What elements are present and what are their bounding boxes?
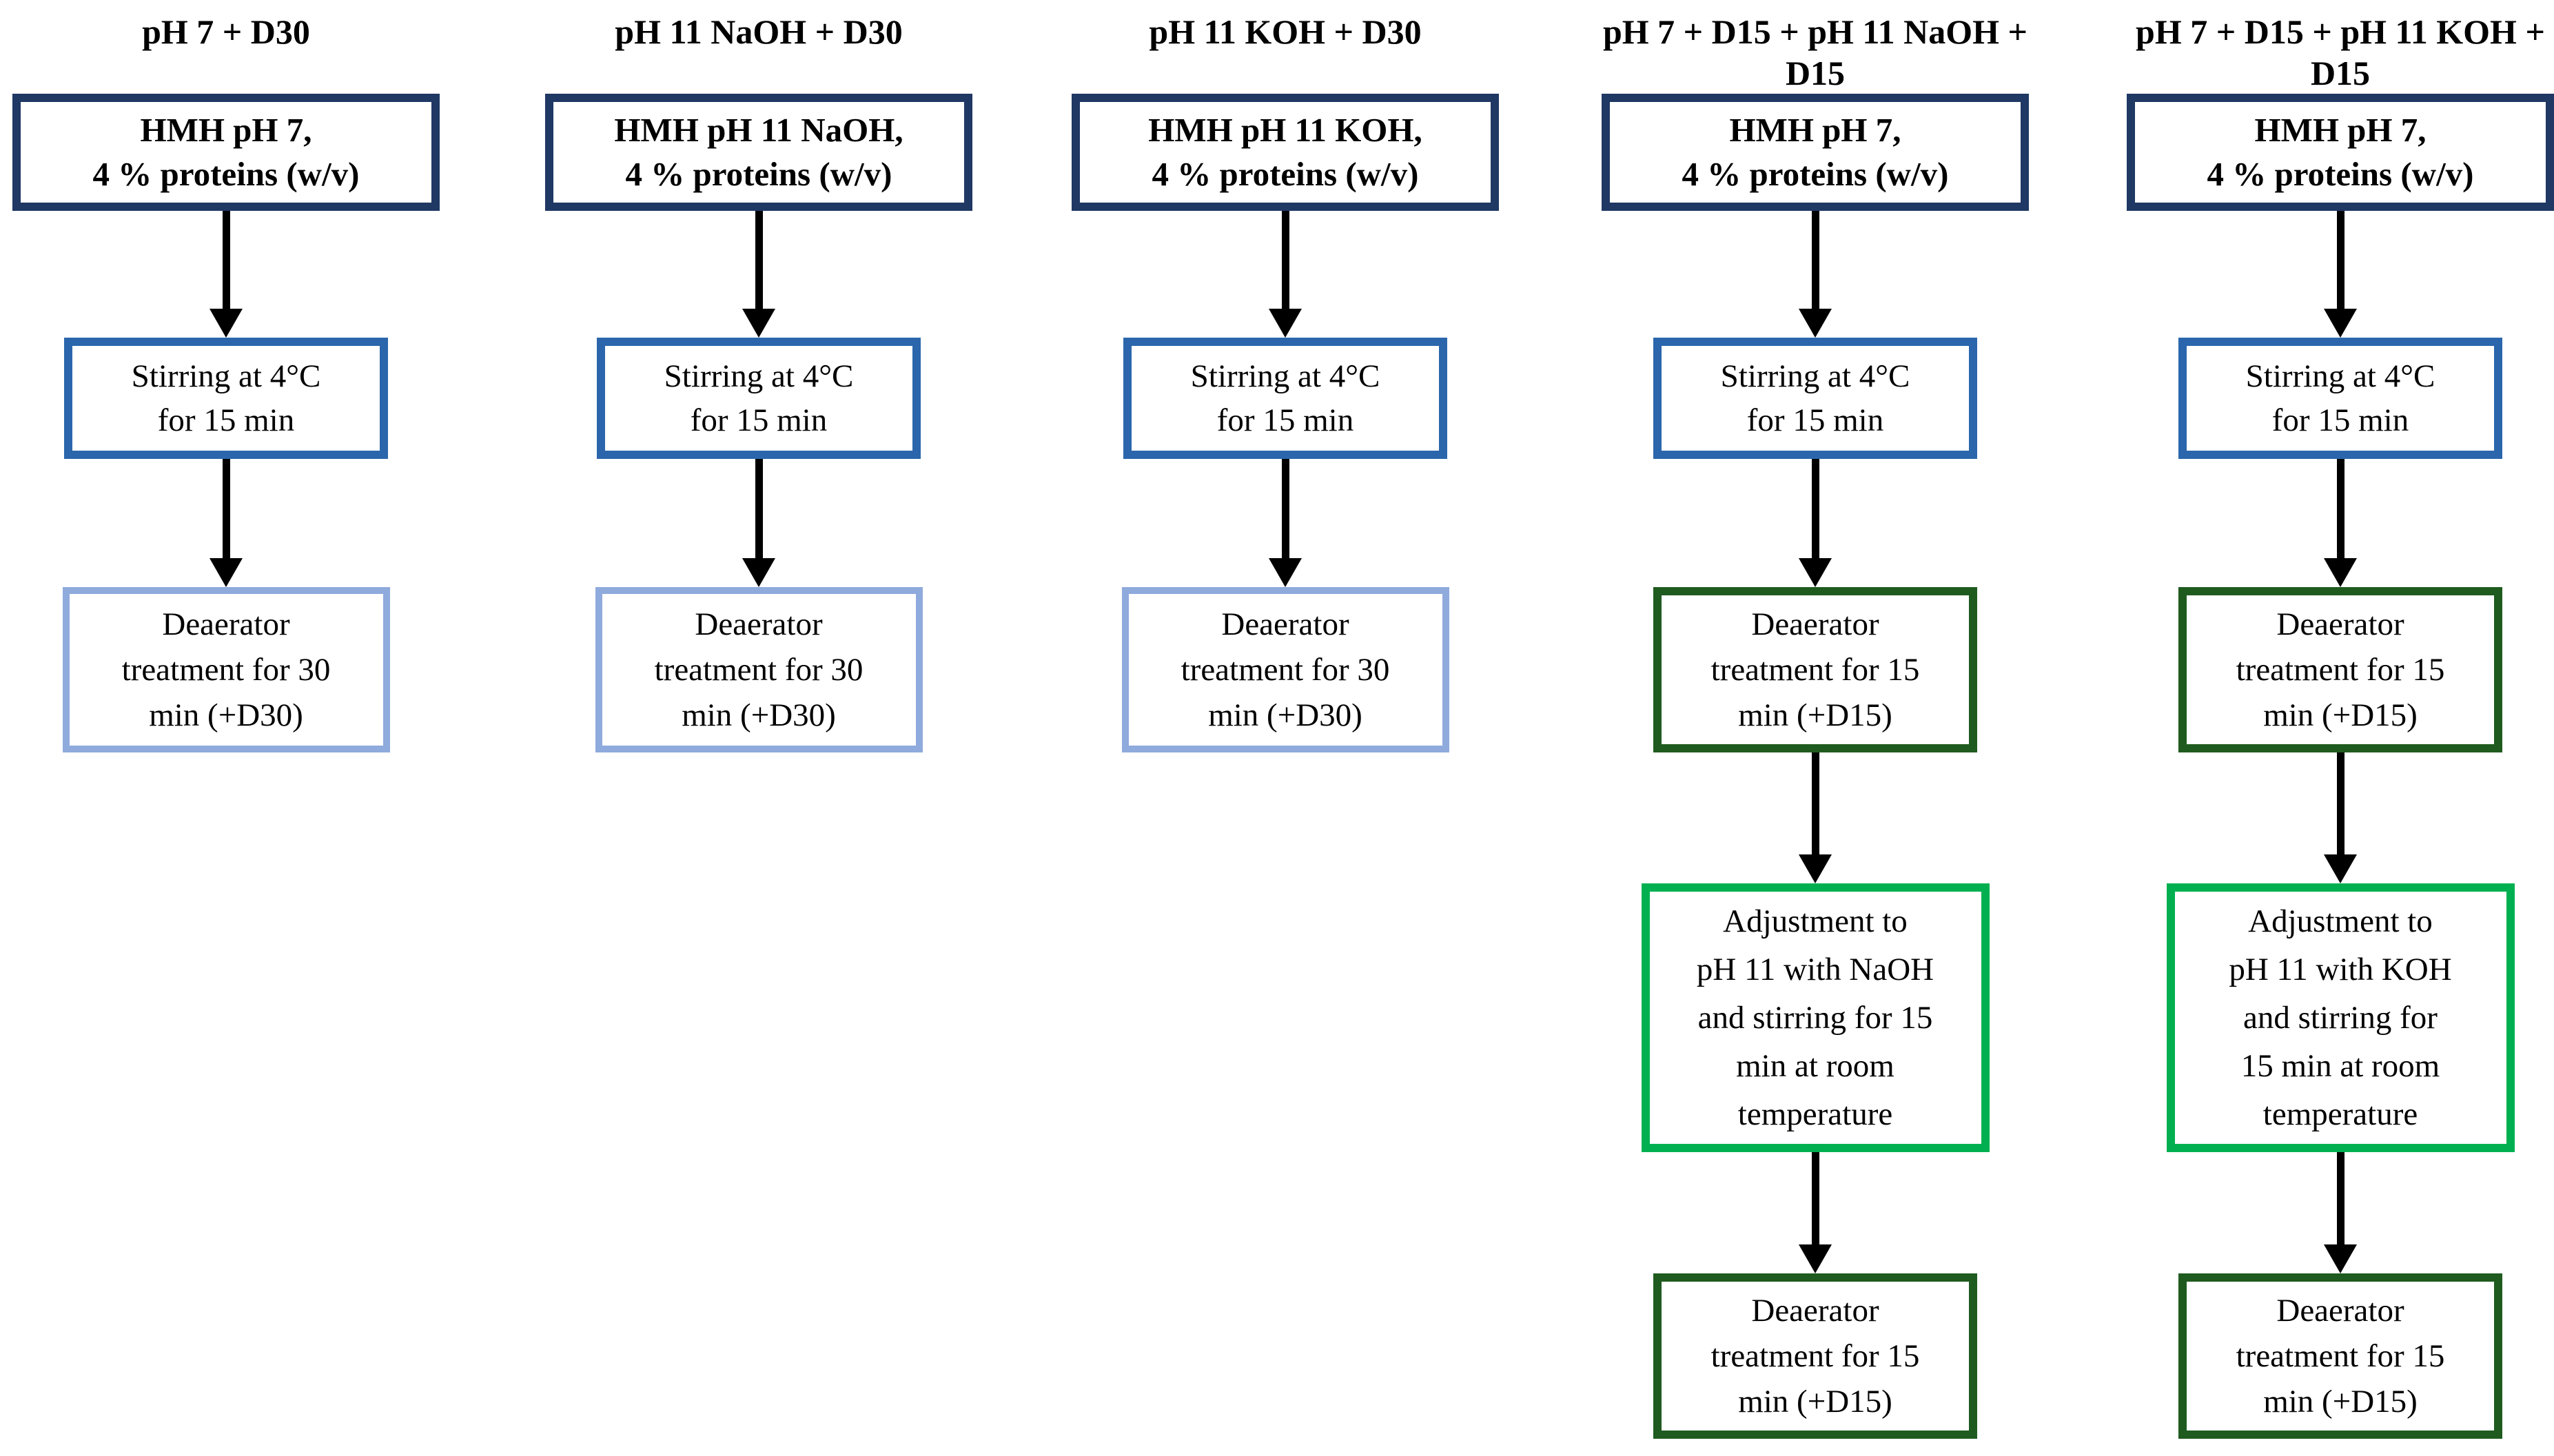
arrow-down-icon: [2324, 211, 2357, 338]
arrow-down-icon: [742, 211, 775, 338]
arrow-head: [1269, 558, 1302, 587]
arrow-down-icon: [210, 459, 243, 587]
arrow-head: [1799, 309, 1832, 338]
arrow-stem: [1811, 1152, 1819, 1244]
arrow-head: [2324, 309, 2357, 338]
flow-title: pH 11 NaOH + D30: [615, 12, 903, 51]
step-box-deaerator-d15: Deaerator treatment for 15 min (+D15): [1653, 587, 1977, 752]
flow-column-ph11-koh-d30: pH 11 KOH + D30 HMH pH 11 KOH, 4 % prote…: [1072, 0, 1499, 752]
arrow-stem: [2336, 1152, 2344, 1244]
arrow-down-icon: [1799, 752, 1832, 883]
flow-title: pH 7 + D15 + pH 11 KOH + D15: [2136, 12, 2545, 92]
arrow-head: [2324, 854, 2357, 883]
arrow-stem: [2336, 752, 2344, 854]
arrow-head: [210, 309, 243, 338]
arrow-head: [1799, 1244, 1832, 1273]
flow-title: pH 11 KOH + D30: [1149, 12, 1422, 51]
step-box-deaerator-d30: Deaerator treatment for 30 min (+D30): [62, 587, 390, 752]
arrow-head: [210, 558, 243, 587]
flow-column-ph11-naoh-d30: pH 11 NaOH + D30 HMH pH 11 NaOH, 4 % pro…: [545, 0, 972, 752]
arrow-down-icon: [2324, 459, 2357, 587]
arrow-stem: [755, 211, 763, 309]
arrow-head: [2324, 558, 2357, 587]
arrow-stem: [1811, 752, 1819, 854]
step-box-ph-adjustment: Adjustment to pH 11 with NaOH and stirri…: [1641, 883, 1990, 1152]
flow-column-ph7-d15-koh-d15: pH 7 + D15 + pH 11 KOH + D15 HMH pH 7, 4…: [2127, 0, 2554, 1439]
flow-title: pH 7 + D30: [142, 12, 310, 51]
step-box-hmh: HMH pH 7, 4 % proteins (w/v): [1602, 94, 2029, 211]
arrow-stem: [1811, 459, 1819, 558]
arrow-head: [1269, 309, 1302, 338]
arrow-down-icon: [2324, 752, 2357, 883]
arrow-down-icon: [1269, 459, 1302, 587]
step-box-stirring: Stirring at 4°C for 15 min: [64, 338, 388, 459]
step-box-ph-adjustment: Adjustment to pH 11 with KOH and stirrin…: [2166, 883, 2515, 1152]
arrow-down-icon: [210, 211, 243, 338]
flow-column-ph7-d15-naoh-d15: pH 7 + D15 + pH 11 NaOH + D15 HMH pH 7, …: [1602, 0, 2029, 1439]
step-box-deaerator-d30: Deaerator treatment for 30 min (+D30): [595, 587, 923, 752]
step-box-hmh: HMH pH 7, 4 % proteins (w/v): [2127, 94, 2554, 211]
arrow-head: [1799, 558, 1832, 587]
step-box-stirring: Stirring at 4°C for 15 min: [2178, 338, 2502, 459]
step-box-hmh: HMH pH 11 KOH, 4 % proteins (w/v): [1072, 94, 1499, 211]
arrow-head: [742, 558, 775, 587]
arrow-stem: [1811, 211, 1819, 309]
step-box-stirring: Stirring at 4°C for 15 min: [1653, 338, 1977, 459]
arrow-down-icon: [742, 459, 775, 587]
arrow-down-icon: [1799, 211, 1832, 338]
flow-column-ph7-d30: pH 7 + D30 HMH pH 7, 4 % proteins (w/v) …: [12, 0, 440, 752]
step-box-deaerator-d15: Deaerator treatment for 15 min (+D15): [2178, 1273, 2502, 1439]
arrow-down-icon: [1799, 459, 1832, 587]
arrow-stem: [2336, 211, 2344, 309]
arrow-stem: [222, 459, 230, 558]
step-box-deaerator-d15: Deaerator treatment for 15 min (+D15): [1653, 1273, 1977, 1439]
step-box-deaerator-d15: Deaerator treatment for 15 min (+D15): [2178, 587, 2502, 752]
arrow-head: [742, 309, 775, 338]
arrow-down-icon: [1799, 1152, 1832, 1273]
arrow-stem: [1281, 459, 1289, 558]
arrow-stem: [222, 211, 230, 309]
step-box-deaerator-d30: Deaerator treatment for 30 min (+D30): [1121, 587, 1449, 752]
arrow-head: [2324, 1244, 2357, 1273]
flow-title: pH 7 + D15 + pH 11 NaOH + D15: [1602, 12, 2028, 92]
arrow-stem: [2336, 459, 2344, 558]
arrow-stem: [755, 459, 763, 558]
arrow-stem: [1281, 211, 1289, 309]
arrow-head: [1799, 854, 1832, 883]
step-box-hmh: HMH pH 11 NaOH, 4 % proteins (w/v): [545, 94, 972, 211]
arrow-down-icon: [1269, 211, 1302, 338]
step-box-stirring: Stirring at 4°C for 15 min: [1123, 338, 1447, 459]
step-box-stirring: Stirring at 4°C for 15 min: [597, 338, 921, 459]
step-box-hmh: HMH pH 7, 4 % proteins (w/v): [12, 94, 440, 211]
arrow-down-icon: [2324, 1152, 2357, 1273]
